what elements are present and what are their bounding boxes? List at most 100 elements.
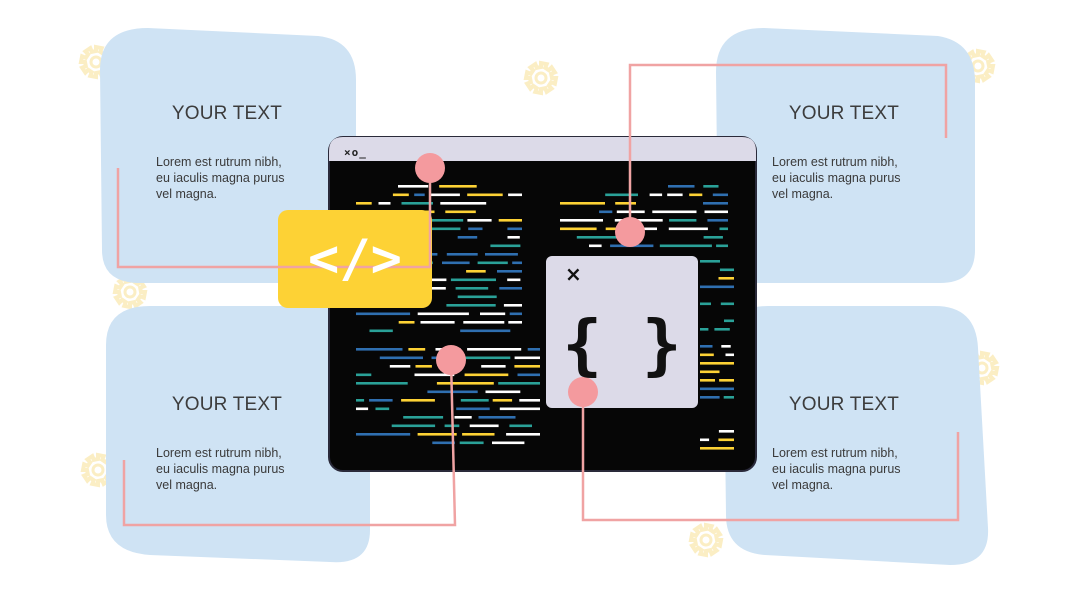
gear-icon (80, 452, 116, 488)
code-line-segment (490, 244, 521, 248)
code-window-titlebar (329, 137, 756, 161)
connector-dot-top-right (615, 217, 645, 247)
code-line-segment (514, 365, 540, 368)
code-line-segment (446, 253, 478, 256)
code-line-segment (508, 193, 522, 197)
code-line-segment (576, 236, 623, 239)
code-line-segment (517, 373, 540, 377)
code-line-segment (700, 379, 715, 382)
code-line-segment (467, 219, 492, 222)
code-line-segment (356, 399, 365, 402)
code-line-segment (700, 328, 709, 331)
connector-bottom-left (122, 359, 457, 527)
code-line-segment (389, 365, 411, 368)
gear-icon (112, 274, 148, 310)
connector-dot-top-left (415, 153, 445, 183)
code-line-segment (667, 193, 683, 197)
code-line-segment (506, 433, 540, 436)
card-body-top-right: Lorem est rutrum nibh, eu iaculis magna … (772, 154, 942, 202)
code-line-segment (498, 382, 540, 385)
code-line-segment (652, 210, 697, 214)
code-line-segment (703, 236, 723, 239)
card-body-line: Lorem est rutrum nibh, (156, 446, 282, 460)
card-body-line: Lorem est rutrum nibh, (772, 155, 898, 169)
code-line-segment (615, 202, 636, 205)
code-line-segment (721, 345, 731, 348)
code-line-segment (478, 416, 516, 419)
braces-icon: { } (562, 306, 682, 383)
card-body-top-left: Lorem est rutrum nibh, eu iaculis magna … (156, 154, 326, 202)
code-line-segment (560, 219, 603, 222)
code-line-segment (378, 202, 391, 205)
code-line-segment (703, 185, 719, 188)
code-line-segment (700, 285, 734, 289)
card-body-line: eu iaculis magna purus (156, 171, 285, 185)
card-body-line: vel magna. (156, 187, 218, 201)
code-line-segment (379, 356, 423, 360)
code-line-segment (507, 227, 522, 231)
code-line-segment (509, 312, 522, 316)
code-line-segment (519, 399, 540, 402)
code-line-segment (356, 433, 411, 436)
card-body-line: vel magna. (772, 478, 834, 492)
code-line-segment (714, 328, 730, 331)
code-line-segment (700, 260, 720, 263)
code-line-segment (560, 227, 597, 231)
code-line-segment (700, 438, 710, 442)
code-line-segment (514, 356, 540, 360)
card-body-line: vel magna. (772, 187, 834, 201)
code-line-segment (703, 202, 728, 205)
code-line-segment (497, 270, 522, 273)
code-line-segment (527, 348, 540, 351)
connector-dot-bottom-right (568, 377, 598, 407)
code-line-segment (724, 319, 734, 323)
code-line-segment (398, 321, 415, 324)
code-line-segment (408, 348, 426, 351)
code-line-segment (456, 407, 490, 411)
card-body-line: eu iaculis magna purus (772, 171, 901, 185)
code-line-segment (403, 416, 444, 419)
code-line-segment (649, 193, 663, 197)
code-line-segment (356, 202, 372, 205)
code-line-segment (463, 321, 505, 324)
code-line-segment (457, 295, 497, 299)
code-line-segment (718, 430, 734, 433)
code-line-segment (723, 396, 734, 399)
card-body-line: vel magna. (156, 478, 218, 492)
code-line-segment (356, 407, 369, 411)
code-line-segment (719, 379, 734, 382)
code-line-segment (700, 362, 734, 365)
code-line-segment (700, 302, 711, 306)
code-line-segment (720, 302, 734, 306)
code-line-segment (429, 227, 461, 231)
code-line-segment (356, 348, 403, 351)
code-line-segment (492, 441, 525, 445)
code-line-segment (439, 185, 477, 188)
code-line-segment (369, 399, 393, 402)
code-line-segment (417, 312, 469, 316)
code-line-segment (417, 219, 464, 222)
code-line-segment (467, 193, 503, 197)
card-body-bottom-left: Lorem est rutrum nibh, eu iaculis magna … (156, 445, 326, 493)
code-line-segment (455, 287, 489, 290)
code-line-segment (659, 244, 712, 248)
code-line-segment (700, 345, 713, 348)
code-line-segment (464, 356, 511, 360)
code-line-segment (589, 244, 602, 248)
card-blob-top-right (716, 28, 975, 283)
code-line-segment (605, 193, 638, 197)
card-blob-bottom-left (106, 306, 370, 563)
code-line-segment (440, 202, 487, 205)
code-line-segment (503, 304, 522, 307)
code-line-segment (700, 447, 734, 450)
code-line-segment (420, 321, 455, 324)
window-controls: ×o_ (344, 146, 367, 159)
code-line-segment (509, 424, 532, 428)
code-line-segment (423, 287, 446, 290)
code-line-segment (459, 441, 484, 445)
code-line-segment (401, 202, 433, 205)
code-line-segment (700, 387, 734, 391)
code-line-segment (700, 353, 714, 357)
